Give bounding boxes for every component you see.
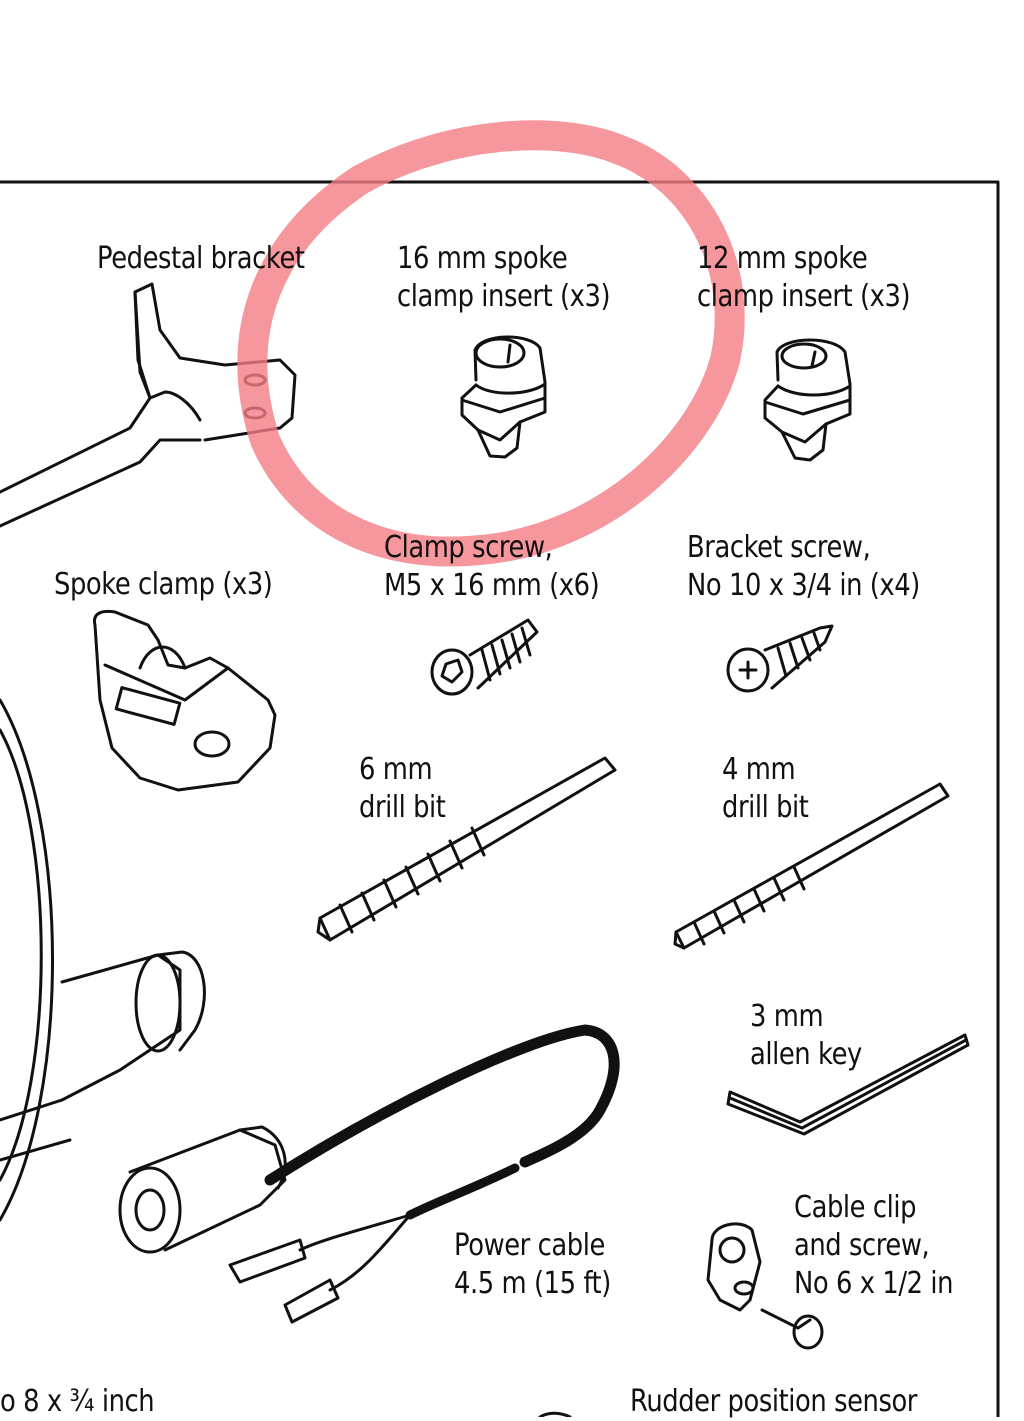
label-spoke-clamp: Spoke clamp (x3) xyxy=(54,567,273,602)
label-drill-6mm: 6 mm drill bit xyxy=(359,752,446,825)
label-rudder-sensor: Rudder position sensor xyxy=(630,1384,917,1419)
drill-bit-4mm-illustration xyxy=(673,782,950,950)
highlight-circle xyxy=(237,120,745,567)
label-power-cable: Power cable 4.5 m (15 ft) xyxy=(454,1228,611,1301)
bracket-screw-illustration xyxy=(726,624,834,693)
label-clamp-screw: Clamp screw, M5 x 16 mm (x6) xyxy=(384,530,600,603)
allen-key-illustration xyxy=(726,1033,970,1136)
drive-unit-illustration xyxy=(0,698,206,1222)
drill-bit-6mm-illustration xyxy=(316,756,617,942)
label-bracket-screw: Bracket screw, No 10 x 3/4 in (x4) xyxy=(687,530,920,603)
label-cable-clip: Cable clip and screw, No 6 x 1/2 in xyxy=(794,1190,954,1301)
label-insert-16mm: 16 mm spoke clamp insert (x3) xyxy=(397,241,611,314)
label-allen-key: 3 mm allen key xyxy=(750,999,862,1072)
label-drill-4mm: 4 mm drill bit xyxy=(722,752,809,825)
clamp-screw-illustration xyxy=(430,618,539,696)
partial-part-illustration xyxy=(538,1411,572,1417)
insert-12mm-illustration xyxy=(763,338,852,462)
label-insert-12mm: 12 mm spoke clamp insert (x3) xyxy=(697,241,911,314)
power-cable-illustration xyxy=(118,1024,620,1324)
insert-16mm-illustration xyxy=(460,335,547,459)
label-partial-screw: o 8 x ¾ inch xyxy=(0,1384,155,1419)
cable-clip-illustration xyxy=(706,1222,824,1350)
spoke-clamp-illustration xyxy=(92,609,277,792)
label-pedestal-bracket: Pedestal bracket xyxy=(97,241,305,276)
